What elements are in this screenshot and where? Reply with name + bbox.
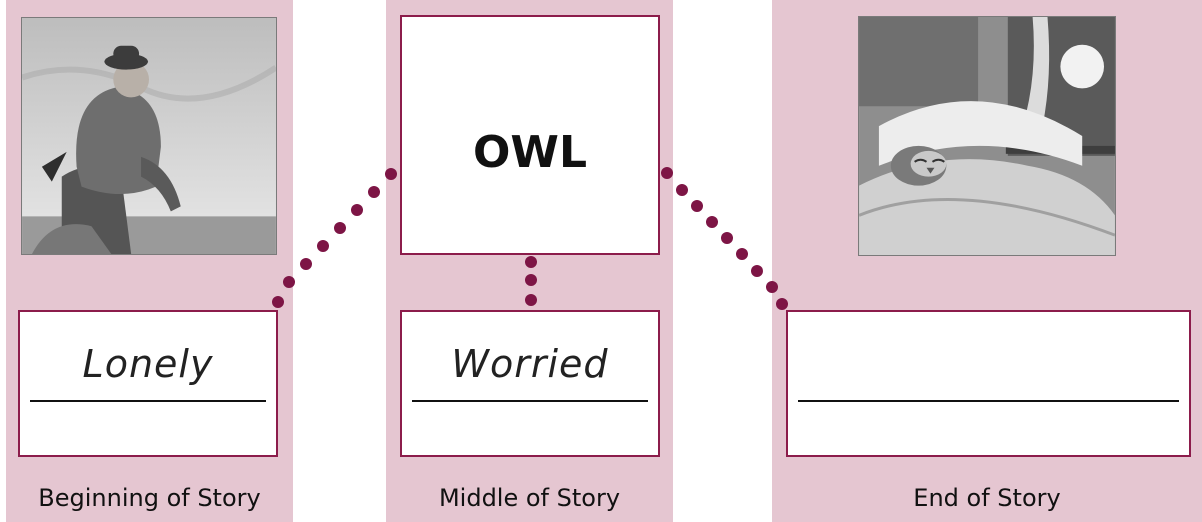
- connector-dot: [300, 258, 312, 270]
- owl-in-bed-illustration: [858, 16, 1116, 256]
- connector-dot: [385, 168, 397, 180]
- connector-dot: [351, 204, 363, 216]
- connector-dot: [751, 265, 763, 277]
- middle-answer-box: Worried: [400, 310, 660, 457]
- connector-dot: [676, 184, 688, 196]
- middle-writing-line: [412, 400, 648, 402]
- owl-in-bed-icon: [859, 17, 1115, 255]
- connector-dot: [691, 200, 703, 212]
- middle-caption: Middle of Story: [438, 484, 621, 512]
- connector-dot: [368, 186, 380, 198]
- end-writing-line: [798, 400, 1179, 402]
- beginning-writing-line: [30, 400, 266, 402]
- beginning-caption: Beginning of Story: [38, 484, 261, 512]
- connector-dot: [272, 296, 284, 308]
- connector-dot: [525, 256, 537, 268]
- connector-dot: [525, 294, 537, 306]
- connector-dot: [334, 222, 346, 234]
- beginning-panel: Lonely Beginning of Story: [6, 0, 293, 522]
- connector-dot: [525, 274, 537, 286]
- middle-panel: OWL Worried Middle of Story: [386, 0, 673, 522]
- connector-dot: [661, 167, 673, 179]
- end-answer-box[interactable]: [786, 310, 1191, 457]
- end-panel: End of Story: [772, 0, 1202, 522]
- connector-dot: [721, 232, 733, 244]
- connector-dot: [736, 248, 748, 260]
- connector-dot: [317, 240, 329, 252]
- owl-title: OWL: [473, 127, 587, 178]
- man-on-stump-illustration: [21, 17, 277, 255]
- connector-dot: [766, 281, 778, 293]
- beginning-answer-box: Lonely: [18, 310, 278, 457]
- man-on-stump-icon: [22, 18, 276, 254]
- owl-title-box: OWL: [400, 15, 660, 255]
- beginning-answer-text: Lonely: [82, 342, 214, 386]
- middle-answer-text: Worried: [451, 342, 609, 386]
- connector-dot: [776, 298, 788, 310]
- connector-dot: [706, 216, 718, 228]
- end-caption: End of Story: [913, 484, 1061, 512]
- connector-dot: [283, 276, 295, 288]
